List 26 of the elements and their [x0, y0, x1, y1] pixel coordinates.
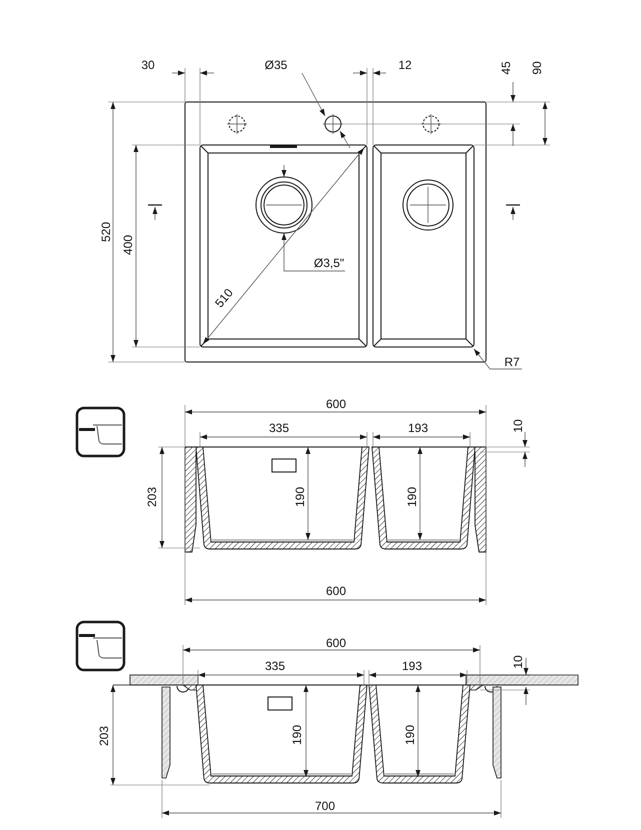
- dimension-label: 193: [402, 660, 422, 672]
- dimension-label: 10: [512, 655, 524, 669]
- dimension-label: 45: [500, 61, 512, 75]
- dimension-label: 190: [291, 724, 303, 746]
- dimension-label: 203: [146, 486, 158, 508]
- dimension-label: 335: [264, 660, 286, 672]
- dimension-label: 190: [294, 486, 306, 508]
- dimension-label: 190: [406, 486, 418, 508]
- dimension-label: 600: [326, 637, 346, 649]
- dimension-label: 510: [212, 286, 236, 310]
- dimension-label: 203: [98, 726, 110, 746]
- dimension-label: 700: [314, 800, 336, 812]
- dimension-label: Ø35: [264, 59, 288, 71]
- dimension-label: Ø3,5": [314, 257, 344, 269]
- dimension-label: 12: [398, 59, 412, 71]
- dimension-label: R7: [504, 356, 520, 368]
- dimension-label: 193: [408, 422, 428, 434]
- dimension-label: 90: [531, 61, 543, 75]
- dimension-label: 190: [404, 724, 416, 746]
- dimension-label: 335: [268, 422, 290, 434]
- dimension-label: 600: [326, 398, 346, 410]
- dimension-label: 400: [122, 234, 134, 256]
- dimension-label: 520: [100, 222, 112, 242]
- dimension-label: 600: [326, 585, 346, 597]
- dimension-label: 30: [141, 59, 155, 71]
- dimension-label: 10: [512, 419, 524, 433]
